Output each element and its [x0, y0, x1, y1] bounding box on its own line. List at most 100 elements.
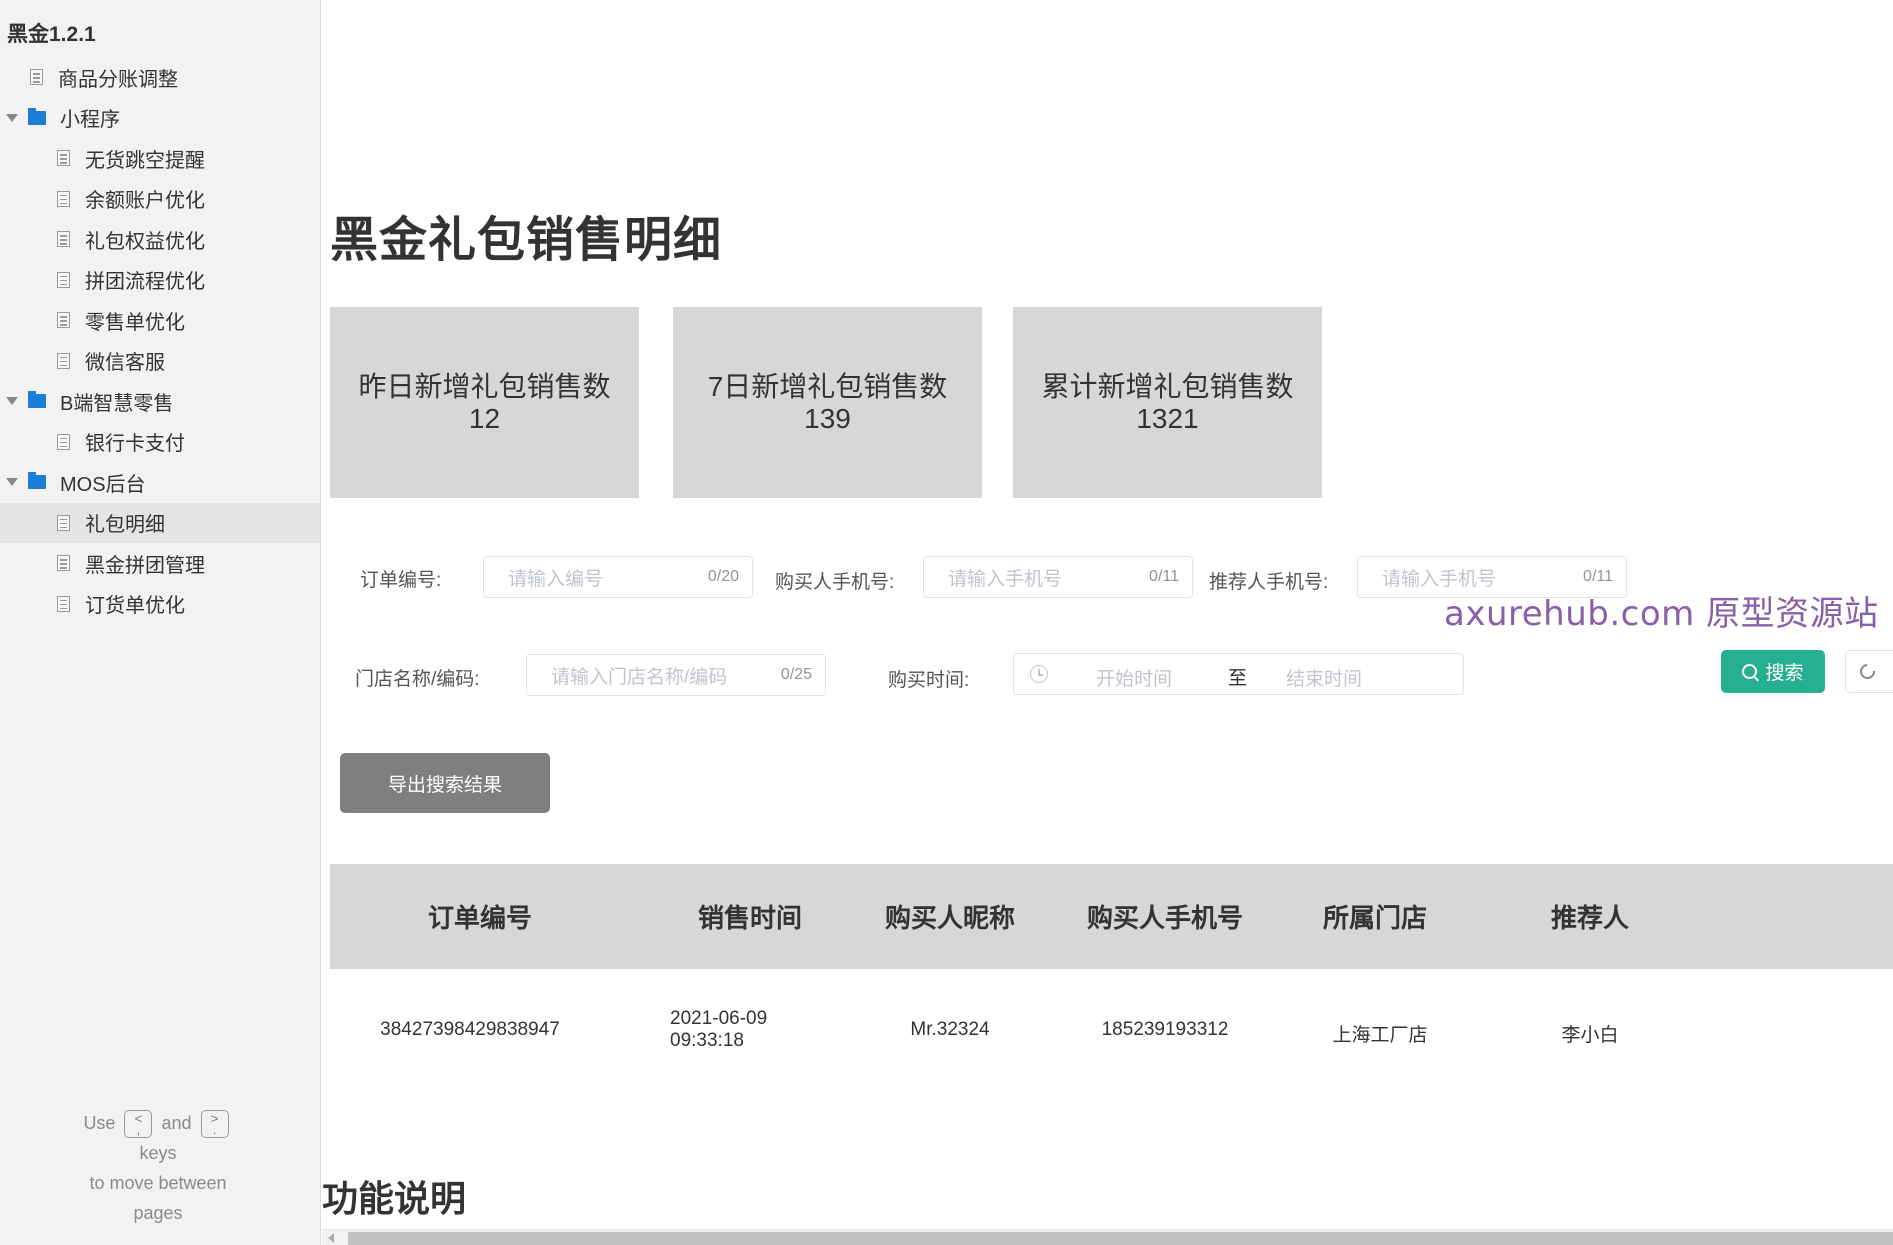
tree-item-product-split[interactable]: 商品分账调整: [0, 57, 320, 98]
cell-sale-time: 2021-06-09 09:33:18: [670, 1008, 768, 1051]
tree-item-balance-account[interactable]: 余额账户优化: [0, 179, 320, 220]
tree-item-label: MOS后台: [60, 473, 146, 496]
search-button[interactable]: 搜索: [1721, 650, 1825, 693]
start-time-input[interactable]: 开始时间: [1096, 669, 1173, 690]
page-icon: [57, 433, 70, 450]
tree-item-label: 无货跳空提醒: [85, 149, 205, 172]
hint-text: Use: [83, 1113, 116, 1133]
tree-item-wechat-service[interactable]: 微信客服: [0, 341, 320, 382]
tree-item-retail-order[interactable]: 零售单优化: [0, 300, 320, 341]
tree-item-bank-card[interactable]: 银行卡支付: [0, 422, 320, 463]
page-icon: [57, 312, 70, 329]
column-header: 销售时间: [697, 903, 802, 933]
scroll-left-icon[interactable]: [328, 1233, 334, 1243]
clock-icon: [1030, 665, 1048, 683]
page-title: 黑金礼包销售明细: [330, 214, 723, 267]
stat-label: 累计新增礼包销售数: [1041, 370, 1294, 402]
placeholder: 请输入门店名称/编码: [551, 666, 728, 688]
tree-item-gift-detail[interactable]: 礼包明细: [0, 502, 320, 543]
tree-item-out-of-stock[interactable]: 无货跳空提醒: [0, 138, 320, 179]
project-title: 黑金1.2.1: [7, 23, 96, 46]
placeholder: 请输入编号: [508, 568, 604, 590]
stat-card-yesterday: 昨日新增礼包销售数 12: [330, 307, 639, 498]
search-icon: [1742, 664, 1758, 679]
order-no-input[interactable]: 请输入编号 0/20: [483, 556, 753, 598]
column-header: 订单编号: [427, 903, 532, 933]
cell-store: 上海工厂店: [1332, 1024, 1428, 1046]
tree-item-label: 礼包明细: [85, 514, 165, 537]
tree-item-group-management[interactable]: 黑金拼团管理: [0, 543, 320, 584]
range-separator: 至: [1228, 668, 1248, 689]
page-tree: 商品分账调整 小程序 无货跳空提醒 余额账户优化 礼包权益优化 拼团流程优化 零…: [0, 57, 320, 624]
stat-label: 昨日新增礼包销售数: [358, 370, 611, 402]
page-icon: [57, 271, 70, 288]
buyer-phone-label: 购买人手机号:: [775, 572, 895, 593]
hint-text: keys: [139, 1143, 177, 1164]
tree-item-gift-benefits[interactable]: 礼包权益优化: [0, 219, 320, 260]
tree-item-label: 微信客服: [85, 352, 165, 375]
hint-text: and: [161, 1113, 192, 1133]
tree-folder-miniprogram[interactable]: 小程序: [0, 98, 320, 139]
hint-text: to move between: [89, 1173, 227, 1194]
page-icon: [30, 69, 43, 86]
stat-value: 139: [804, 402, 851, 434]
column-header: 推荐人: [1550, 903, 1629, 933]
column-header: 所属门店: [1322, 903, 1427, 933]
tree-item-label: 黑金拼团管理: [85, 554, 205, 577]
keyboard-hint: Use <, and >. keys to move between pages: [0, 1108, 316, 1228]
horizontal-scrollbar[interactable]: [322, 1229, 1893, 1245]
page-icon: [57, 352, 70, 369]
placeholder: 请输入手机号: [1382, 568, 1497, 590]
page-icon: [57, 514, 70, 531]
page-icon: [57, 190, 70, 207]
store-input[interactable]: 请输入门店名称/编码 0/25: [526, 654, 826, 696]
table-header: 订单编号 销售时间 购买人昵称 购买人手机号 所属门店 推荐人: [330, 864, 1893, 969]
stat-label: 7日新增礼包销售数: [707, 370, 948, 402]
stat-value: 1321: [1136, 402, 1199, 434]
tree-item-label: 拼团流程优化: [85, 271, 205, 294]
refresh-icon: [1856, 660, 1879, 683]
char-count: 0/20: [707, 568, 739, 585]
tree-folder-mos[interactable]: MOS后台: [0, 462, 320, 503]
tree-item-group-buy-flow[interactable]: 拼团流程优化: [0, 260, 320, 301]
export-results-button[interactable]: 导出搜索结果: [340, 753, 550, 813]
caret-down-icon[interactable]: [6, 395, 18, 407]
folder-icon: [28, 391, 46, 409]
char-count: 0/11: [1583, 568, 1613, 585]
tree-folder-b-retail[interactable]: B端智慧零售: [0, 381, 320, 422]
section-title: 功能说明: [322, 1178, 467, 1219]
prev-key-icon: <,: [124, 1110, 153, 1139]
purchase-time-label: 购买时间:: [888, 670, 970, 691]
end-time-input[interactable]: 结束时间: [1286, 669, 1363, 690]
column-header: 购买人昵称: [884, 903, 1015, 933]
purchase-time-range[interactable]: 开始时间 至 结束时间: [1013, 653, 1464, 695]
scrollbar-thumb[interactable]: [348, 1232, 1893, 1245]
column-header: 购买人手机号: [1086, 903, 1243, 933]
folder-icon: [28, 472, 46, 490]
referrer-phone-label: 推荐人手机号:: [1209, 572, 1329, 593]
page-icon: [57, 555, 70, 572]
watermark: axurehub.com 原型资源站: [1444, 594, 1879, 634]
page-icon: [57, 595, 70, 612]
char-count: 0/11: [1149, 568, 1179, 585]
referrer-phone-input[interactable]: 请输入手机号 0/11: [1357, 556, 1627, 598]
buyer-phone-input[interactable]: 请输入手机号 0/11: [923, 556, 1193, 598]
caret-down-icon[interactable]: [6, 112, 18, 124]
next-key-icon: >.: [200, 1110, 229, 1139]
caret-down-icon[interactable]: [6, 476, 18, 488]
tree-item-label: 小程序: [60, 109, 120, 132]
folder-icon: [28, 107, 46, 125]
cell-buyer-phone: 185239193312: [1101, 1019, 1229, 1040]
page-icon: [57, 231, 70, 248]
tree-item-label: B端智慧零售: [60, 392, 174, 415]
reset-button[interactable]: [1845, 650, 1893, 693]
cell-buyer-nickname: Mr.32324: [910, 1019, 990, 1040]
cell-referrer: 李小白: [1561, 1024, 1619, 1046]
tree-item-label: 余额账户优化: [85, 190, 205, 213]
stat-value: 12: [468, 402, 501, 434]
char-count: 0/25: [780, 666, 812, 683]
order-no-label: 订单编号:: [360, 570, 442, 591]
stat-card-total: 累计新增礼包销售数 1321: [1013, 307, 1322, 498]
tree-item-purchase-order[interactable]: 订货单优化: [0, 584, 320, 625]
page-icon: [57, 150, 70, 167]
